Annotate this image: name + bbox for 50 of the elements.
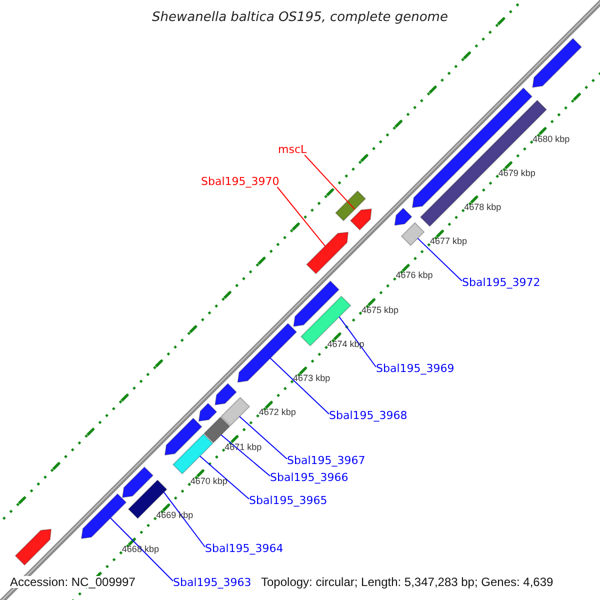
- gene-label: Sbal195_3963: [173, 577, 252, 588]
- gene-label: Sbal195_3968: [329, 410, 408, 421]
- leader-line: [239, 416, 288, 460]
- scale-label: 4668 kbp: [122, 545, 159, 554]
- gene-label: Sbal195_3970: [201, 176, 280, 187]
- leader-line: [276, 186, 326, 247]
- gene-feature: [80, 493, 127, 540]
- gene-feature: [14, 528, 52, 566]
- leader-line: [220, 434, 270, 476]
- gene-feature: [306, 232, 349, 274]
- scale-label: 4677 kbp: [430, 237, 467, 246]
- leader-line: [199, 456, 250, 500]
- scale-label: 4680 kbp: [532, 134, 570, 144]
- leader-line: [270, 358, 330, 414]
- leader-line: [163, 492, 206, 548]
- leader-line: [110, 517, 174, 582]
- scale-label: 4678 kbp: [464, 203, 502, 212]
- gene-feature: [198, 402, 218, 422]
- scale-label: 4676 kbp: [396, 271, 433, 280]
- gene-feature: [300, 296, 352, 346]
- gene-label: Sbal195_3966: [270, 472, 348, 483]
- gene-feature: [122, 466, 154, 498]
- gene-feature: [532, 38, 582, 88]
- gene-label: Sbal195_3969: [376, 363, 454, 374]
- gene-label: Sbal195_3965: [249, 495, 328, 506]
- leader-line: [417, 238, 462, 282]
- gene-label: Sbal195_3964: [205, 543, 284, 554]
- leader-line: [304, 154, 356, 210]
- gene-feature: [214, 382, 238, 406]
- gene-feature: [293, 280, 340, 327]
- scale-label: 4670 kbp: [190, 476, 228, 486]
- gene-feature: [400, 222, 425, 246]
- leader-line: [338, 316, 376, 368]
- accession-text: Accession: NC_009997: [10, 576, 136, 588]
- gene-feature: [334, 190, 366, 222]
- gene-feature: [172, 433, 214, 474]
- scale-label: 4673 kbp: [293, 374, 330, 384]
- gene-label: mscL: [278, 144, 307, 155]
- gene-feature: [164, 418, 202, 456]
- gene-feature: [220, 396, 250, 426]
- genome-summary-text: Topology: circular; Length: 5,347,283 bp; Genes: 4,639: [261, 576, 554, 588]
- scale-label: 4679 kbp: [498, 168, 536, 178]
- title: Shewanella baltica OS195, complete genome: [151, 11, 449, 24]
- gene-label: Sbal195_3972: [462, 277, 540, 288]
- gene-feature: [203, 416, 230, 444]
- scale-label: 4672 kbp: [258, 408, 296, 418]
- gene-feature: [350, 208, 372, 231]
- gene-feature: [394, 208, 412, 226]
- gene-label: Sbal195_3967: [287, 455, 366, 466]
- scale-label: 4675 kbp: [362, 306, 399, 315]
